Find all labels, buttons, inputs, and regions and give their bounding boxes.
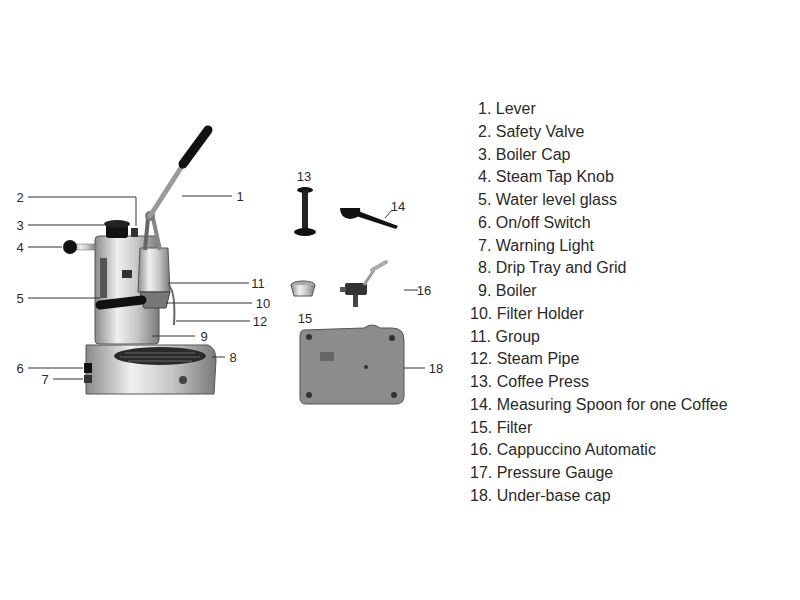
part-list-item: 17. Pressure Gauge: [470, 465, 613, 481]
measuring-spoon: [340, 208, 398, 229]
callout-number: 3: [16, 219, 23, 232]
part-list-item: 15. Filter: [470, 420, 532, 436]
callout-number: 1: [236, 190, 243, 203]
switch: [84, 363, 92, 373]
part-list-item: 1. Lever: [478, 101, 536, 117]
machine-base: [86, 345, 216, 394]
callout-number: 11: [251, 277, 265, 290]
part-list-item: 4. Steam Tap Knob: [478, 169, 614, 185]
lever-grip: [183, 130, 208, 164]
part-list-item: 14. Measuring Spoon for one Coffee: [470, 397, 728, 413]
drip-tray: [114, 347, 206, 365]
callout-number: 14: [391, 200, 405, 213]
warning-light: [84, 375, 92, 383]
machine: [63, 130, 216, 394]
steam-pipe: [168, 285, 174, 325]
part-list-item: 18. Under-base cap: [470, 488, 611, 504]
part-list-item: 7. Warning Light: [478, 238, 594, 254]
part-list-item: 9. Boiler: [478, 283, 537, 299]
group: [138, 248, 170, 292]
part-list-item: 5. Water level glass: [478, 192, 617, 208]
drip-grid: [120, 353, 200, 361]
callout-number: 2: [16, 191, 23, 204]
part-list-item: 16. Cappuccino Automatic: [470, 442, 656, 458]
callout-number: 9: [200, 330, 207, 343]
group-fitting: [122, 270, 132, 278]
filter-holder-handle: [100, 300, 142, 305]
part-list-item: 12. Steam Pipe: [470, 351, 579, 367]
callout-number: 4: [16, 241, 23, 254]
lever-link: [153, 218, 160, 250]
lever-link: [145, 218, 148, 250]
part-list-item: 13. Coffee Press: [470, 374, 589, 390]
callout-number: 6: [16, 362, 23, 375]
callout-number: 15: [298, 312, 312, 325]
callout-number: 13: [297, 170, 311, 183]
callout-number: 10: [256, 297, 270, 310]
water-level-glass: [100, 258, 107, 298]
safety-valve: [131, 228, 138, 237]
filter: [291, 281, 315, 296]
leader-lines: [28, 196, 425, 379]
part-list-item: 10. Filter Holder: [470, 306, 584, 322]
lever-arm: [150, 160, 186, 216]
under-base-cap: [300, 325, 404, 404]
part-list-item: 11. Group: [470, 329, 540, 345]
callout-number: 12: [253, 315, 267, 328]
callout-number: 18: [429, 362, 443, 375]
callout-number: 8: [229, 351, 236, 364]
boiler-cap-top: [104, 220, 130, 228]
coffee-press: [294, 187, 316, 236]
steam-tap-knob: [63, 240, 77, 254]
part-list-item: 6. On/off Switch: [478, 215, 591, 231]
callout-number: 7: [41, 373, 48, 386]
part-list-item: 3. Boiler Cap: [478, 147, 571, 163]
callout-number: 16: [417, 284, 431, 297]
part-list-item: 8. Drip Tray and Grid: [478, 260, 627, 276]
callout-number: 5: [16, 292, 23, 305]
cappuccino-automatic: [340, 262, 386, 307]
emblem: [179, 376, 187, 384]
part-list-item: 2. Safety Valve: [478, 124, 584, 140]
